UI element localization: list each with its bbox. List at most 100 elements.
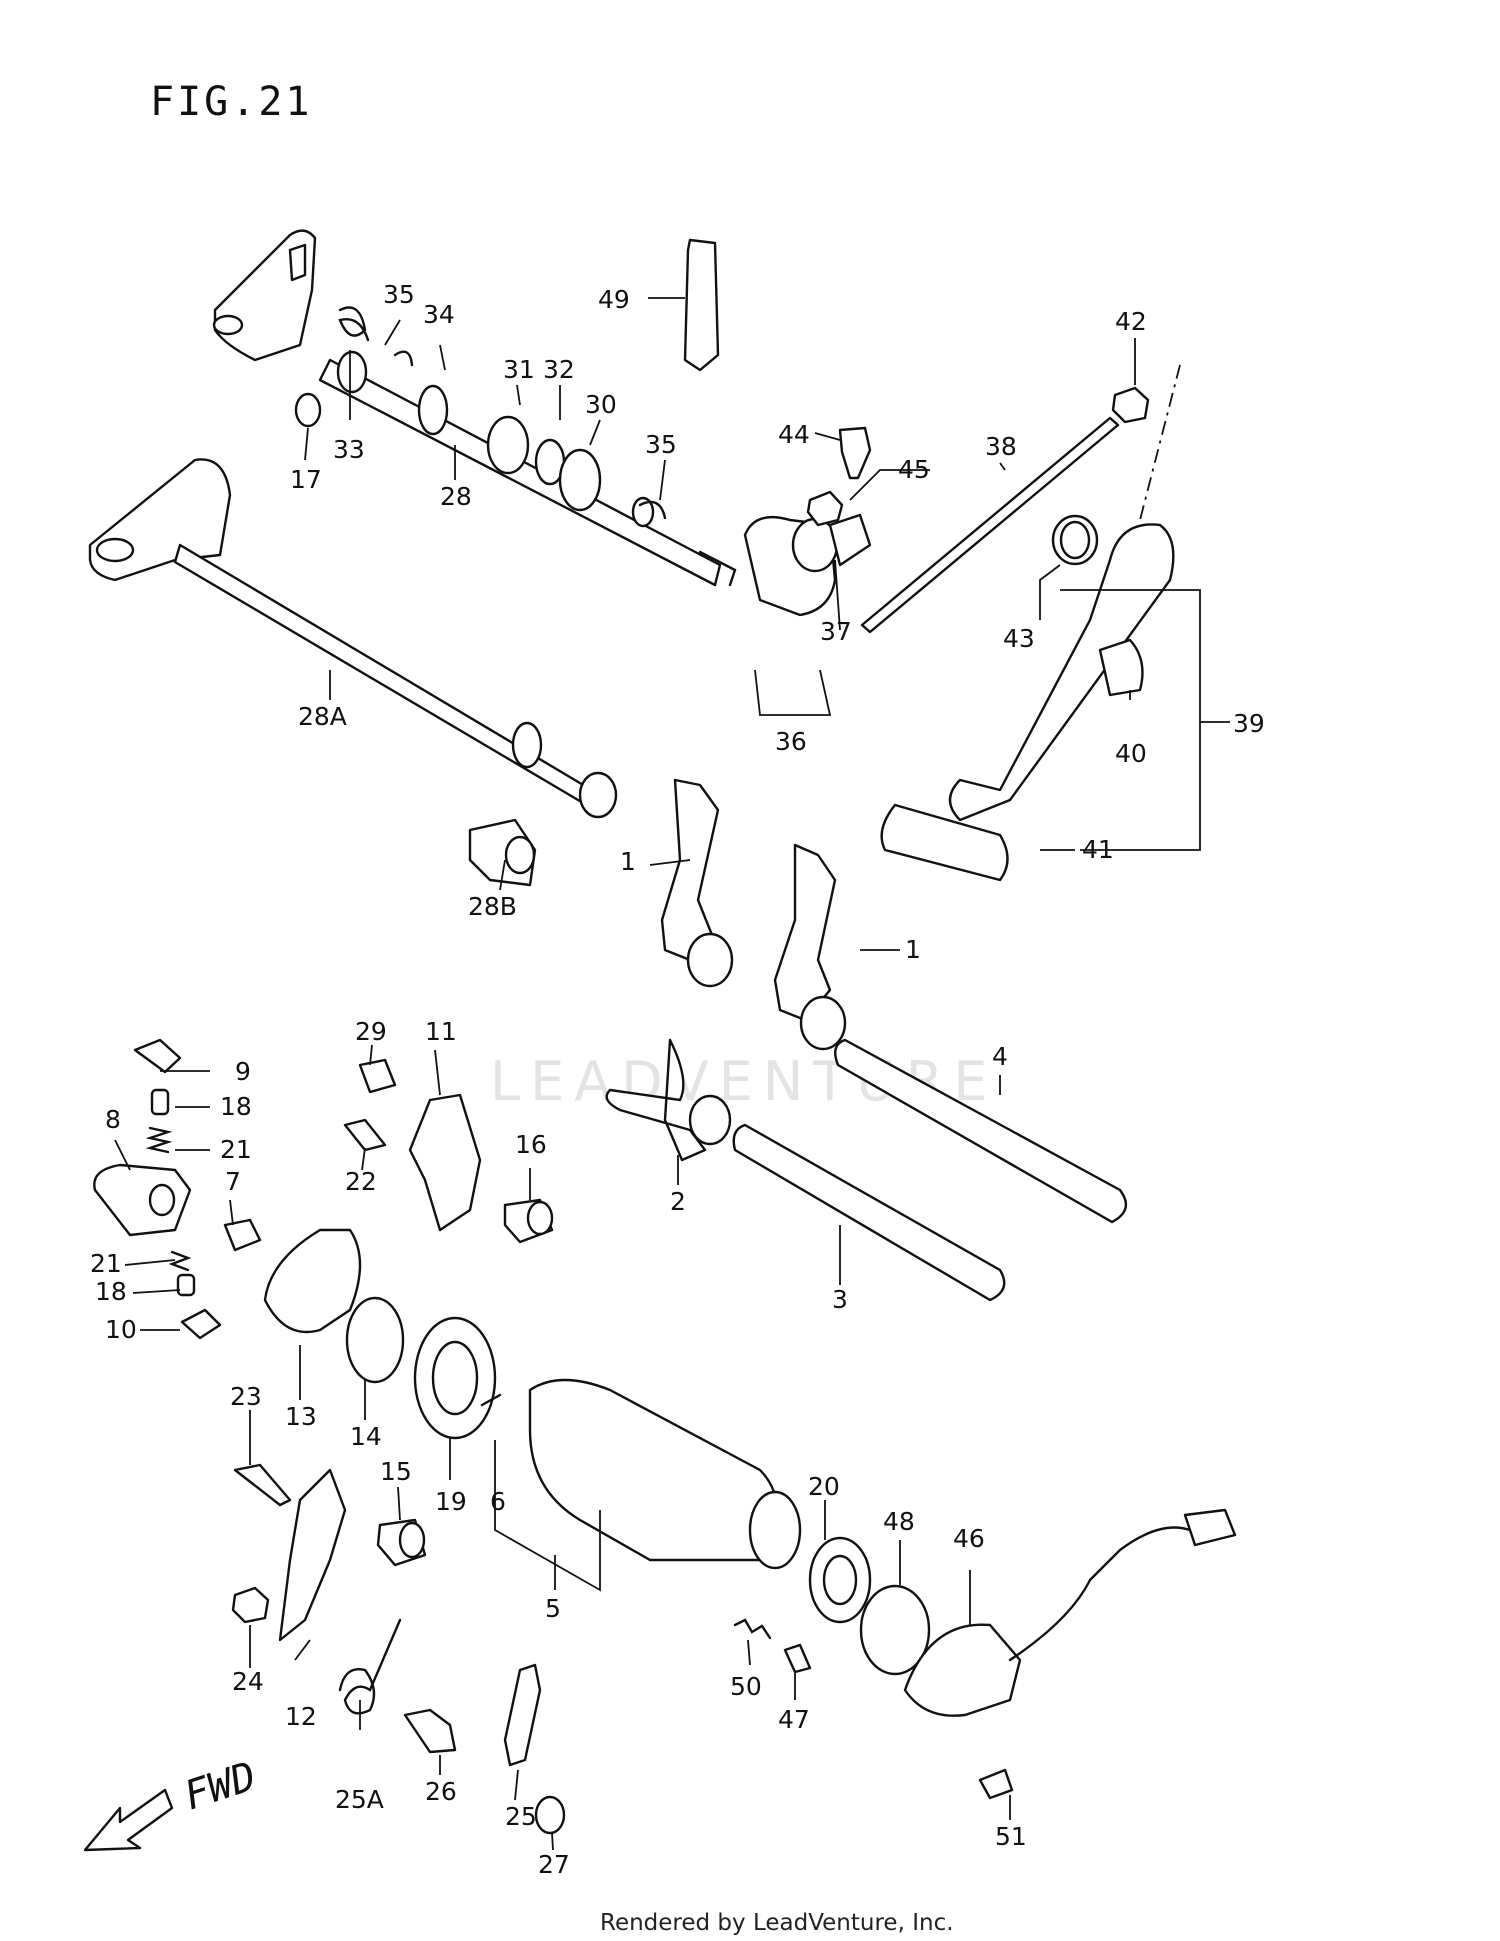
callout: 51 [995, 1822, 1027, 1851]
callout: 36 [775, 727, 807, 756]
callout: 10 [105, 1315, 137, 1344]
fwd-arrow-icon [83, 1788, 174, 1852]
callout: 5 [545, 1594, 561, 1623]
callout: 42 [1115, 307, 1147, 336]
spring-50 [733, 1618, 772, 1640]
callout: 25 [505, 1802, 537, 1831]
callout: 22 [345, 1167, 377, 1196]
callout: 21 [90, 1249, 122, 1278]
spring-33 [338, 306, 370, 342]
callout: 6 [490, 1487, 506, 1516]
bolt-26 [403, 1708, 457, 1754]
plate-11 [408, 1093, 482, 1232]
callout: 49 [598, 285, 630, 314]
callout: 17 [290, 465, 322, 494]
callout: 30 [585, 390, 617, 419]
spring-25a [338, 1618, 402, 1715]
bearing-20 [808, 1536, 872, 1624]
leader-lines [114, 297, 1230, 1851]
footer-credit: Rendered by LeadVenture, Inc. [600, 1910, 954, 1936]
callout: 25A [335, 1785, 384, 1814]
callout: 44 [778, 420, 810, 449]
callout: 35 [645, 430, 677, 459]
callout: 48 [883, 1507, 915, 1536]
washer-17 [294, 392, 322, 428]
bushing-28b [468, 818, 537, 887]
shift-fork-1b [773, 843, 847, 1051]
callout: 35 [383, 280, 415, 309]
fwd-label: FWD [179, 1753, 262, 1819]
fork-shaft-4 [834, 1038, 1128, 1224]
callout: 50 [730, 1672, 762, 1701]
gearshift-cam-5 [528, 1378, 802, 1570]
neutral-switch-46 [903, 1508, 1237, 1717]
callout: 16 [515, 1130, 547, 1159]
link-25 [503, 1663, 542, 1767]
centerline [1139, 364, 1181, 521]
fork-shaft-3 [732, 1123, 1006, 1302]
o-ring-48 [859, 1584, 931, 1676]
callout: 18 [95, 1277, 127, 1306]
callout: 18 [220, 1092, 252, 1121]
callout: 4 [992, 1042, 1008, 1071]
bolt-22 [343, 1118, 387, 1152]
callout: 12 [285, 1702, 317, 1731]
callout: 28B [468, 892, 517, 921]
callout: 27 [538, 1850, 570, 1879]
pin-47 [783, 1643, 812, 1674]
callout: 26 [425, 1777, 457, 1806]
shift-arm-assembly [743, 513, 872, 617]
callout: 3 [832, 1285, 848, 1314]
clip-35a [393, 350, 414, 367]
bolt-29 [358, 1058, 397, 1094]
bushing-15 [376, 1518, 427, 1567]
pin-6 [480, 1393, 502, 1407]
figure-title: FIG.21 [150, 79, 313, 125]
nut-42 [1111, 386, 1150, 424]
callout: 20 [808, 1472, 840, 1501]
callout: 9 [235, 1057, 251, 1086]
pawl-10 [180, 1308, 222, 1340]
gearshift-shaft-long [88, 458, 618, 819]
pawl-9 [133, 1038, 182, 1074]
pin-18b [176, 1273, 196, 1297]
callout: 43 [1003, 624, 1035, 653]
callout: 45 [898, 455, 930, 484]
callout: 23 [230, 1382, 262, 1411]
washer-43 [1059, 520, 1091, 560]
callout: 40 [1115, 739, 1147, 768]
screw-51 [978, 1768, 1014, 1800]
callout: 15 [380, 1457, 412, 1486]
callout: 11 [425, 1017, 457, 1046]
bushing-16 [503, 1198, 554, 1244]
bracket-49 [683, 238, 720, 372]
callout: 28 [440, 482, 472, 511]
callout: 14 [350, 1422, 382, 1451]
plate-12 [278, 1468, 347, 1642]
callout: 46 [953, 1524, 985, 1553]
spring-21a [145, 1126, 173, 1154]
callout: 34 [423, 300, 455, 329]
pin-18a [150, 1088, 170, 1116]
nut-45 [806, 490, 844, 527]
callout: 7 [225, 1167, 241, 1196]
callout: 33 [333, 435, 365, 464]
callout-labels: 1 1 2 3 4 5 6 7 8 9 10 11 12 13 14 15 16… [90, 280, 1265, 1879]
cam-stopper-8 [93, 1163, 192, 1237]
callout: 29 [355, 1017, 387, 1046]
callout: 47 [778, 1705, 810, 1734]
callout: 2 [670, 1187, 686, 1216]
callout: 19 [435, 1487, 467, 1516]
shift-fork-2 [605, 1038, 732, 1162]
spring-21b [168, 1250, 192, 1272]
screw-23 [233, 1463, 292, 1507]
callout: 37 [820, 617, 852, 646]
callout: 39 [1233, 709, 1265, 738]
callout: 1 [905, 935, 921, 964]
callout: 24 [232, 1667, 264, 1696]
callout: 21 [220, 1135, 252, 1164]
callout: 38 [985, 432, 1017, 461]
clip-35b [638, 500, 667, 520]
bolt-44 [838, 426, 872, 480]
